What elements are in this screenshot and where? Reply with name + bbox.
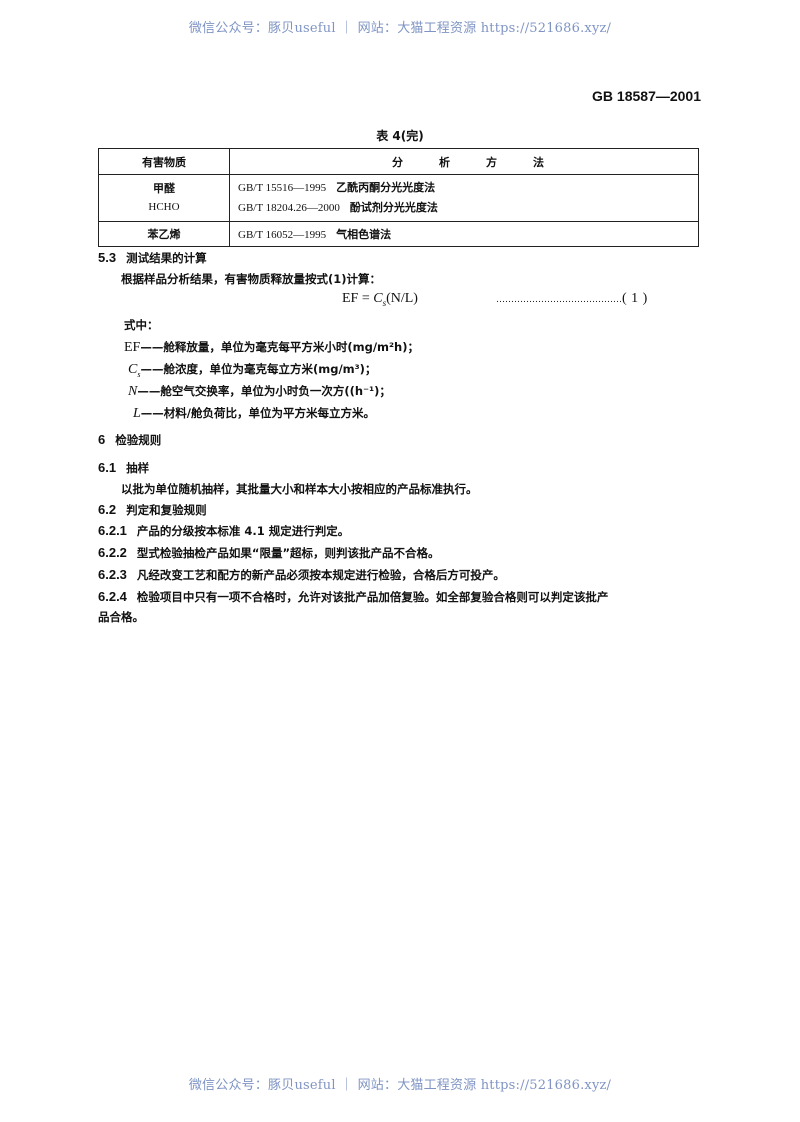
watermark-top: 微信公众号：豚贝useful ｜ 网站：大猫工程资源 https://52168… — [188, 21, 612, 36]
definition-n: N——舱空气交换率，单位为小时负一次方((h⁻¹)； — [128, 384, 391, 399]
formula-1: EF = Cs(N/L) — [342, 291, 418, 308]
watermark-bottom: 微信公众号：豚贝useful ｜ 网站：大猫工程资源 https://52168… — [188, 1078, 612, 1093]
definition-cs: Cs——舱浓度，单位为毫克每立方米(mg/m³)； — [128, 362, 377, 379]
where-label: 式中： — [124, 318, 159, 332]
table-header-row: 有害物质 分析方法 — [98, 148, 699, 175]
header-substance: 有害物质 — [98, 148, 230, 175]
formula-number: ……………………………………( 1 ) — [496, 291, 648, 306]
clause-6-2-4-continued: 品合格。 — [98, 610, 144, 624]
section-5-3-intro: 根据样品分析结果，有害物质释放量按式(1)计算： — [121, 272, 382, 286]
section-6-1-text: 以批为单位随机抽样，其批量大小和样本大小按相应的产品标准执行。 — [121, 482, 478, 496]
substance-cell: 甲醛 HCHO — [98, 174, 230, 222]
definition-ef: EF——舱释放量，单位为毫克每平方米小时(mg/m²h)； — [124, 340, 419, 355]
substance-cell: 苯乙烯 — [98, 221, 230, 247]
definition-l: L——材料/舱负荷比，单位为平方米每立方米。 — [133, 406, 375, 421]
header-method: 分析方法 — [229, 148, 699, 175]
table-title: 表 4(完) — [376, 129, 424, 143]
standard-number: GB 18587—2001 — [592, 88, 701, 104]
